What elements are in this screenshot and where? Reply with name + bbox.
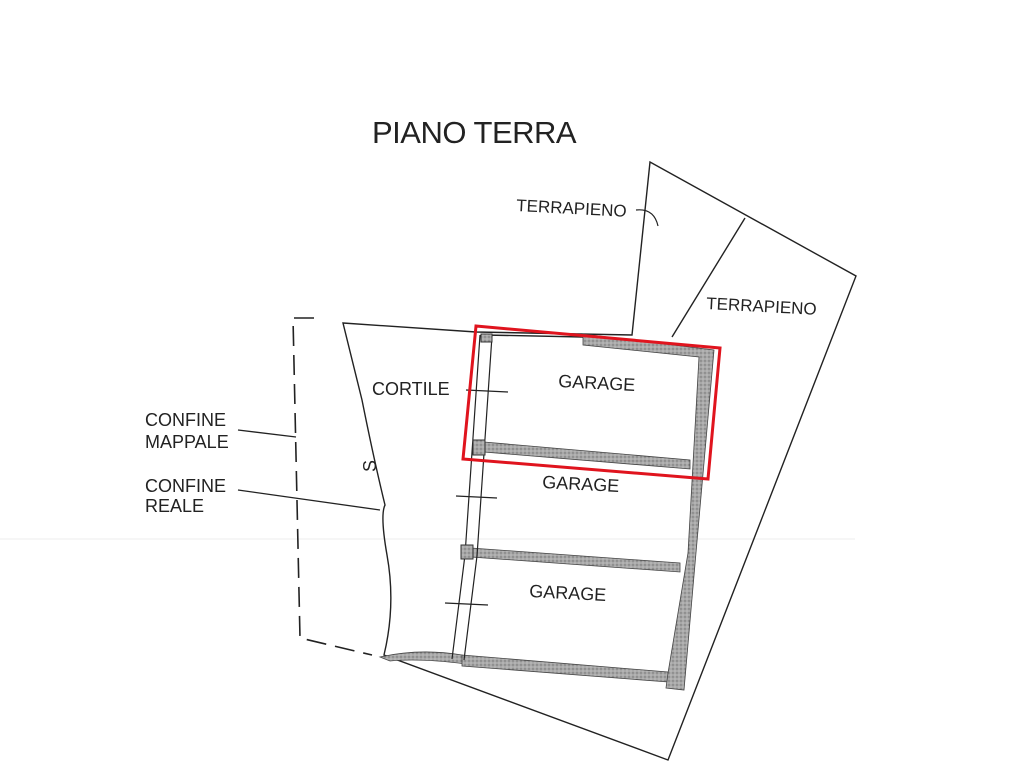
partition-wall-1 xyxy=(483,441,691,470)
plan-title: PIANO TERRA xyxy=(372,115,577,150)
garage-1-label: GARAGE xyxy=(558,371,636,395)
partition-wall-2 xyxy=(470,547,681,573)
pillar-2 xyxy=(460,544,474,560)
pillar-1 xyxy=(472,439,486,456)
door-tick-3 xyxy=(444,602,489,606)
terrapieno-divider xyxy=(671,217,746,338)
confine-reale-leader xyxy=(237,489,381,511)
confine-reale-label-line2: REALE xyxy=(145,496,204,516)
door-tick-2 xyxy=(455,495,498,499)
pillar-top xyxy=(480,333,493,343)
confine-mappale-label-line1: CONFINE xyxy=(145,410,226,430)
confine-mappale-boundary xyxy=(292,317,373,656)
highlighted-garage-outline xyxy=(461,324,722,481)
property-boundary xyxy=(342,160,857,761)
garage-front-inner xyxy=(463,335,493,661)
garage-3-label: GARAGE xyxy=(529,581,607,605)
confine-reale-label-line1: CONFINE xyxy=(145,476,226,496)
garage-2-label: GARAGE xyxy=(542,472,620,496)
cortile-label: CORTILE xyxy=(372,379,450,399)
confine-mappale-leader xyxy=(237,429,297,438)
terrapieno-top-label: TERRAPIENO xyxy=(516,196,627,221)
terrapieno-right-label: TERRAPIENO xyxy=(706,294,817,319)
bottom-wall xyxy=(461,654,669,683)
garage-top-wall xyxy=(483,334,584,338)
slope-mark: S xyxy=(360,460,380,472)
terrapieno-leader xyxy=(635,209,659,227)
door-tick-1 xyxy=(465,389,509,393)
confine-mappale-label-line2: MAPPALE xyxy=(145,432,229,452)
rear-wall xyxy=(582,333,715,691)
